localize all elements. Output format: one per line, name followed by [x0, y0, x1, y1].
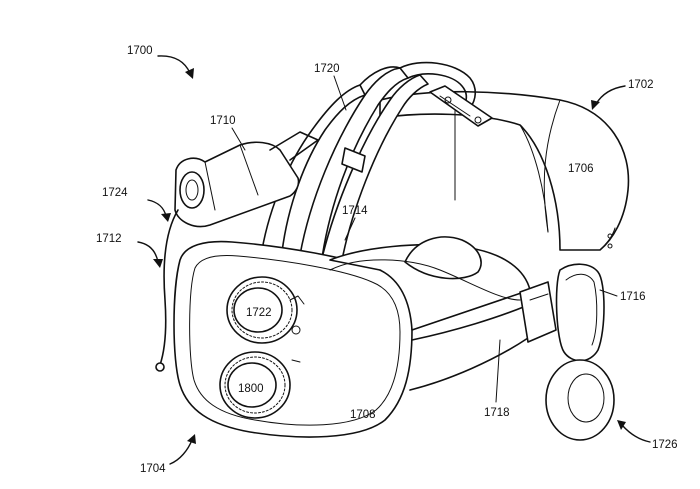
label-1718: 1718 — [484, 407, 510, 419]
label-1722: 1722 — [246, 307, 272, 319]
lens-upper — [226, 276, 298, 344]
label-1712: 1712 — [96, 233, 122, 245]
label-1724: 1724 — [102, 187, 128, 199]
label-1704: 1704 — [140, 463, 166, 475]
side-strap — [409, 281, 557, 391]
leader-lines — [231, 75, 618, 403]
top-strap — [261, 61, 493, 261]
label-1714: 1714 — [342, 205, 368, 217]
label-1710: 1710 — [210, 115, 236, 127]
interior-cushion — [329, 236, 521, 301]
arrows — [137, 55, 651, 465]
lens-lower — [219, 351, 291, 419]
label-1800: 1800 — [238, 383, 264, 395]
left-hinge — [174, 131, 319, 228]
label-1706: 1706 — [568, 163, 594, 175]
label-1726: 1726 — [652, 439, 678, 451]
label-1720: 1720 — [314, 63, 340, 75]
rear-housing — [379, 90, 630, 251]
lens-adjusters — [289, 295, 305, 363]
reference-labels: 1700 1702 1704 1706 1708 1710 1712 1714 … — [96, 45, 678, 475]
right-earpiece — [545, 233, 615, 441]
label-1716: 1716 — [620, 291, 646, 303]
label-1708: 1708 — [350, 409, 376, 421]
label-1702: 1702 — [628, 79, 654, 91]
left-cable — [155, 209, 179, 372]
label-1700: 1700 — [127, 45, 153, 57]
